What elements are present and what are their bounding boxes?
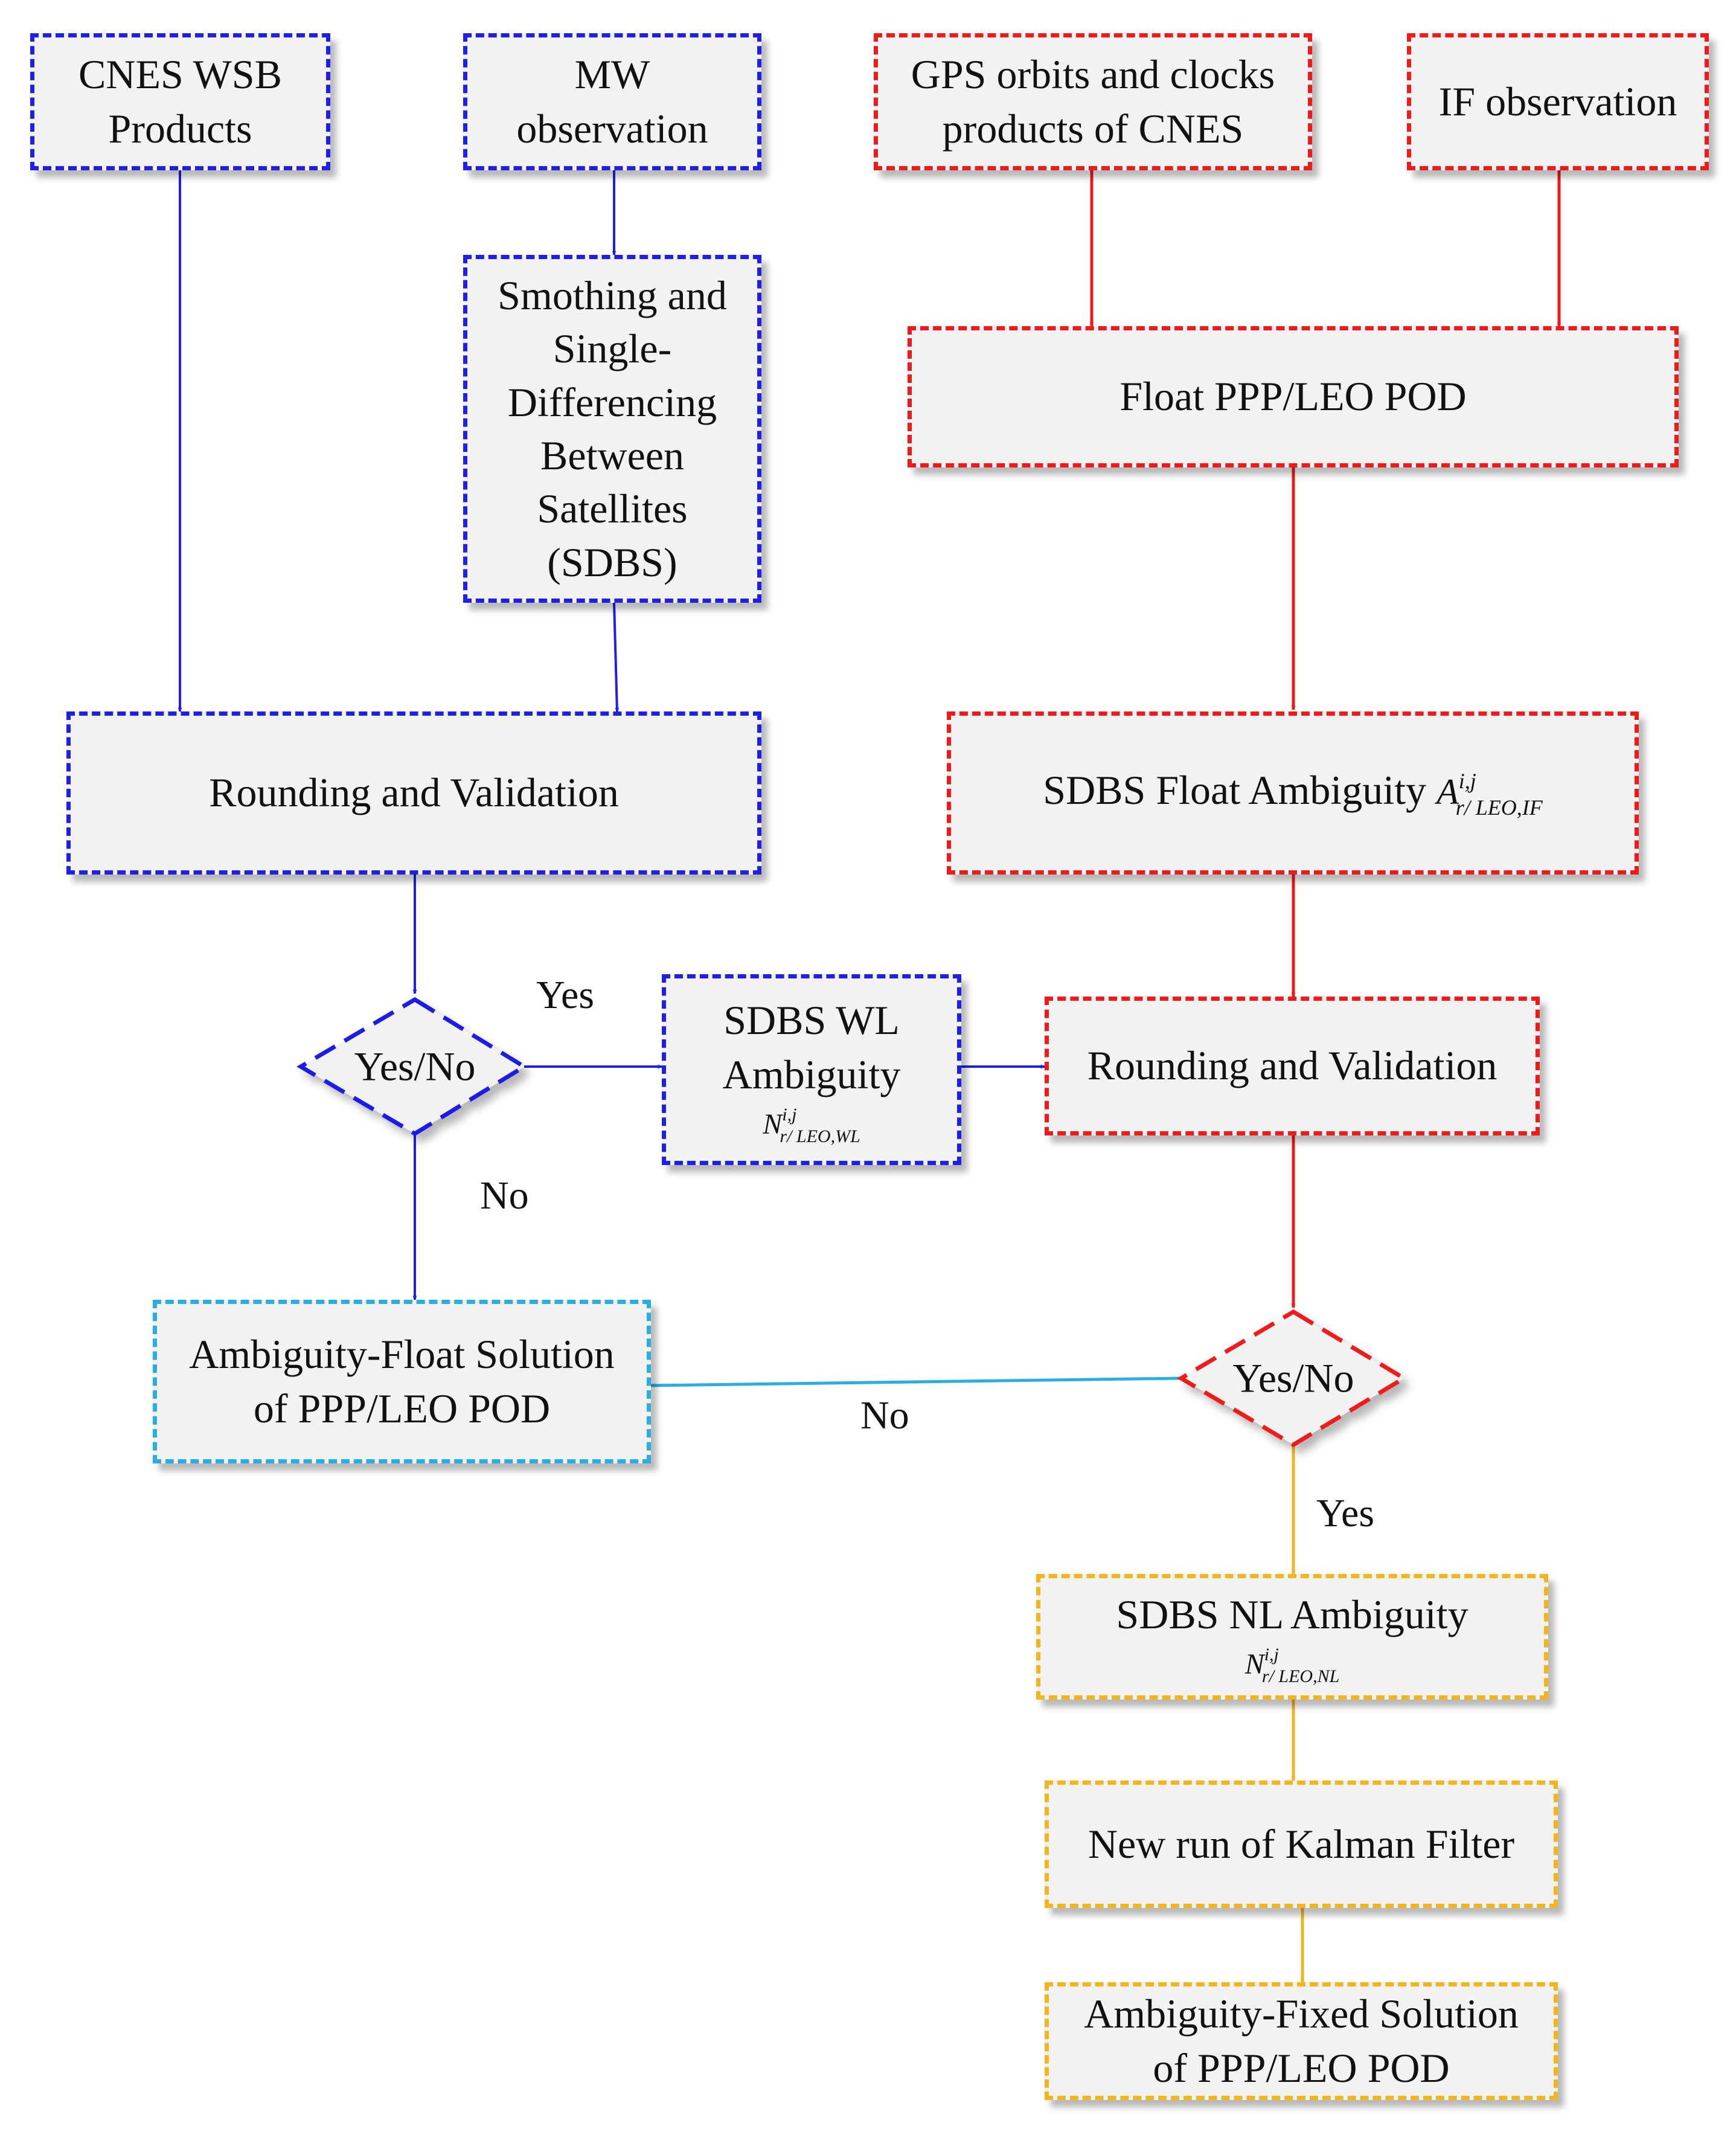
edge-label-no-left: No bbox=[480, 1174, 529, 1218]
cnes-wsb-line-2: Products bbox=[108, 105, 252, 152]
decision-diamond-right bbox=[1177, 1309, 1408, 1448]
sdbs-float-line: SDBS Float Ambiguity Ai,jr/ LEO,IF bbox=[1043, 763, 1542, 823]
formula-base: A bbox=[1437, 772, 1459, 812]
gps-line-2: products of CNES bbox=[942, 105, 1244, 152]
mw-observation-box: MW observation bbox=[463, 33, 761, 170]
formula-sup: i,j bbox=[1458, 769, 1476, 794]
sdbs-wl-formula: Ni,jr/ LEO,WL bbox=[763, 1104, 860, 1146]
formula-sub: r/ LEO,WL bbox=[780, 1126, 860, 1146]
formula-sub: r/ LEO,NL bbox=[1261, 1666, 1340, 1686]
rounding-left-line-1: Rounding and Validation bbox=[209, 769, 619, 816]
sdbs-float-ambiguity-box: SDBS Float Ambiguity Ai,jr/ LEO,IF bbox=[947, 711, 1639, 875]
formula-sup: i,j bbox=[782, 1104, 797, 1125]
kalman-line-1: New run of Kalman Filter bbox=[1087, 1820, 1515, 1867]
smoothing-line-5: Satellites bbox=[537, 486, 688, 532]
float-solution-line-2: of PPP/LEO POD bbox=[253, 1385, 551, 1431]
formula-base: N bbox=[1244, 1648, 1264, 1680]
fixed-solution-line-2: of PPP/LEO POD bbox=[1153, 2044, 1450, 2091]
decision-right-label: Yes/No bbox=[1232, 1355, 1354, 1401]
sdbs-wl-ambiguity-box: SDBS WL Ambiguity Ni,jr/ LEO,WL bbox=[662, 974, 961, 1165]
mw-line-1: MW bbox=[574, 51, 650, 97]
gps-line-1: GPS orbits and clocks bbox=[911, 51, 1275, 97]
sdbs-nl-formula: Ni,jr/ LEO,NL bbox=[1244, 1644, 1340, 1686]
if-observation-box: IF observation bbox=[1407, 33, 1709, 170]
edge-label-yes-left: Yes bbox=[536, 973, 595, 1017]
ambiguity-fixed-solution-box: Ambiguity-Fixed Solution of PPP/LEO POD bbox=[1045, 1982, 1558, 2100]
formula-sub: r/ LEO,IF bbox=[1455, 795, 1543, 820]
smoothing-sdbs-box: Smothing and Single- Differencing Betwee… bbox=[463, 255, 761, 603]
gps-orbits-clocks-box: GPS orbits and clocks products of CNES bbox=[874, 33, 1312, 170]
formula-sup: i,j bbox=[1264, 1644, 1279, 1665]
sdbs-wl-line-1: SDBS WL bbox=[723, 997, 900, 1044]
mw-line-2: observation bbox=[516, 105, 708, 152]
float-ppp-line-1: Float PPP/LEO POD bbox=[1119, 373, 1467, 420]
edge-label-yes-right: Yes bbox=[1316, 1491, 1375, 1535]
rounding-validation-left-box: Rounding and Validation bbox=[66, 711, 761, 875]
smoothing-line-3: Differencing bbox=[507, 379, 717, 425]
decision-left-label: Yes/No bbox=[354, 1043, 476, 1090]
rounding-validation-right-box: Rounding and Validation bbox=[1045, 997, 1540, 1135]
sdbs-nl-ambiguity-box: SDBS NL Ambiguity Ni,jr/ LEO,NL bbox=[1036, 1574, 1548, 1700]
sdbs-wl-line-2: Ambiguity bbox=[722, 1052, 901, 1097]
sdbs-nl-line-1: SDBS NL Ambiguity bbox=[1116, 1591, 1469, 1638]
smoothing-line-1: Smothing and bbox=[498, 272, 727, 318]
kalman-filter-box: New run of Kalman Filter bbox=[1045, 1781, 1558, 1908]
rounding-right-line-1: Rounding and Validation bbox=[1087, 1042, 1497, 1089]
decision-diamond-left bbox=[296, 997, 528, 1137]
smoothing-line-6: (SDBS) bbox=[547, 539, 677, 585]
fixed-solution-line-1: Ambiguity-Fixed Solution bbox=[1084, 1990, 1519, 2037]
smoothing-line-2: Single- bbox=[553, 326, 672, 372]
sdbs-float-label: SDBS Float Ambiguity bbox=[1043, 767, 1427, 814]
float-solution-line-1: Ambiguity-Float Solution bbox=[189, 1331, 615, 1377]
if-line-1: IF observation bbox=[1438, 78, 1677, 124]
formula-base: N bbox=[763, 1108, 783, 1140]
edge-label-no-right: No bbox=[860, 1393, 909, 1437]
cnes-wsb-line-1: CNES WSB bbox=[78, 51, 282, 97]
float-ppp-leo-pod-box: Float PPP/LEO POD bbox=[908, 326, 1679, 467]
smoothing-line-4: Between bbox=[540, 432, 684, 478]
edge-smoothing-to-rounding-left bbox=[613, 602, 620, 712]
cnes-wsb-products-box: CNES WSB Products bbox=[30, 33, 330, 170]
sdbs-float-formula: Ai,jr/ LEO,IF bbox=[1437, 767, 1543, 823]
edge-decision-no-to-float-solution-right bbox=[650, 1376, 1182, 1388]
ambiguity-float-solution-box: Ambiguity-Float Solution of PPP/LEO POD bbox=[153, 1300, 651, 1463]
